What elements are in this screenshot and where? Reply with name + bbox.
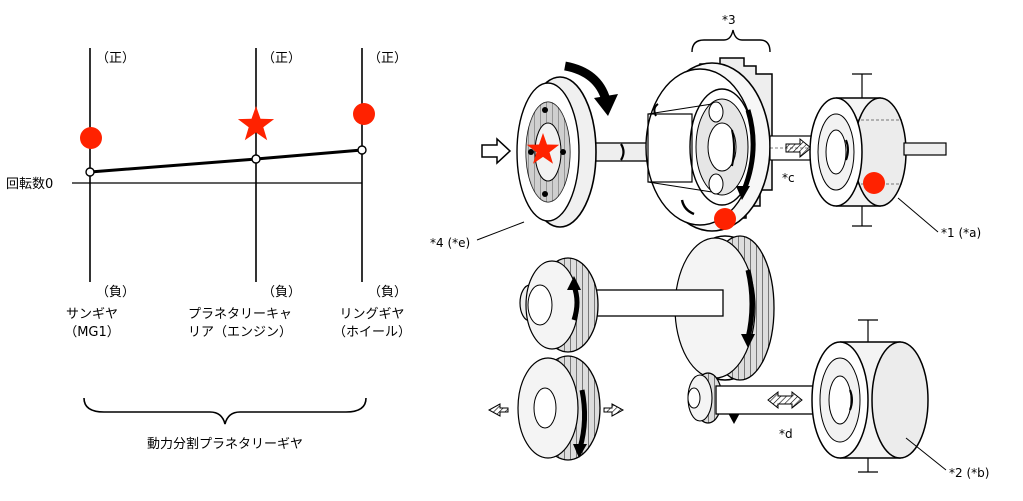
differential-gear	[517, 355, 601, 461]
positive-label-sun: （正）	[96, 51, 135, 66]
leader-2	[905, 437, 947, 471]
input-arrow-icon	[481, 137, 512, 165]
engine-input-disk	[516, 76, 597, 228]
rotation-arrowhead-differential	[573, 444, 587, 458]
mg2-reduction-gear	[687, 372, 723, 424]
axis-label-sun: サンギヤ	[66, 307, 118, 322]
red-star-marker-carrier	[237, 106, 275, 141]
rotation-arrow-counter-drive	[745, 269, 755, 339]
axis-label-carrier: プラネタリーキャ	[188, 307, 292, 322]
rotation-arrowhead-ring	[736, 186, 750, 200]
zero-speed-label: 回転数0	[6, 177, 53, 192]
rotation-arrow-lower	[680, 199, 695, 216]
speed-point-carrier	[251, 154, 261, 164]
red-dot-marker-mg1	[863, 172, 885, 194]
leader-1	[897, 197, 939, 233]
mg1-motor	[809, 73, 907, 227]
group-label: 動力分割プラネタリーギヤ	[147, 436, 303, 452]
rotation-arrow-sun	[731, 129, 735, 167]
negative-label-sun: （負）	[96, 285, 135, 300]
group-brace	[83, 397, 367, 425]
rotation-arrow-engine	[564, 61, 611, 102]
mg2-motor	[811, 319, 929, 473]
axis-sublabel-sun: （MG1）	[64, 325, 120, 340]
rotation-arrow-ring	[741, 109, 756, 191]
rotation-arrowhead-mg2-gear	[728, 413, 740, 424]
callout-4: *4 (*e)	[430, 236, 470, 250]
output-arrow-left-icon	[487, 403, 509, 417]
rotation-arrow-engine-shaft	[620, 143, 625, 161]
rotation-arrow-mg2	[849, 389, 853, 411]
mg1-output-shaft	[903, 142, 947, 156]
speed-point-ring	[357, 145, 367, 155]
axis-label-ring: リングギヤ	[339, 307, 404, 322]
red-dot-marker-planetary	[714, 208, 736, 230]
nomograph: （正） （正） （正） （負） （負） （負） 回転数0 サンギヤ （MG1） …	[6, 48, 411, 452]
axis-sublabel-ring: （ホイール）	[333, 325, 411, 340]
callout-1: *1 (*a)	[941, 226, 981, 240]
mechanism: *3 *4 (*e)	[430, 13, 989, 480]
rotation-arrow-mg1	[845, 139, 849, 161]
rotation-arrowhead-engine	[594, 94, 618, 116]
callout-c: *c	[782, 171, 795, 185]
rotation-arrow-differential	[577, 389, 588, 449]
callout-2: *2 (*b)	[949, 466, 989, 480]
positive-label-ring: （正）	[368, 51, 407, 66]
leader-4	[476, 221, 525, 241]
red-star-marker-engine	[526, 133, 560, 164]
planetary-brace	[691, 29, 771, 53]
hatched-arrow-c	[785, 137, 812, 159]
speed-line	[89, 148, 363, 174]
rotation-arrowhead-counter-drive	[741, 334, 755, 348]
callout-d: *d	[779, 427, 793, 441]
rotation-arrowhead-counter-driven	[567, 276, 581, 290]
red-dot-marker-sun	[80, 127, 102, 149]
positive-label-carrier: （正）	[262, 51, 301, 66]
counter-driven-gear	[525, 257, 599, 353]
negative-label-carrier: （負）	[262, 285, 301, 300]
speed-point-sun	[85, 167, 95, 177]
output-arrow-right-icon	[603, 403, 625, 417]
hatched-arrow-d	[767, 390, 803, 410]
callout-3: *3	[722, 13, 736, 27]
axis-sublabel-carrier: リア（エンジン）	[188, 325, 292, 340]
negative-label-ring: （負）	[368, 285, 407, 300]
rotation-arrow-carrier	[653, 103, 659, 117]
planetary-gear-set	[645, 57, 773, 232]
red-dot-marker-ring	[353, 103, 375, 125]
